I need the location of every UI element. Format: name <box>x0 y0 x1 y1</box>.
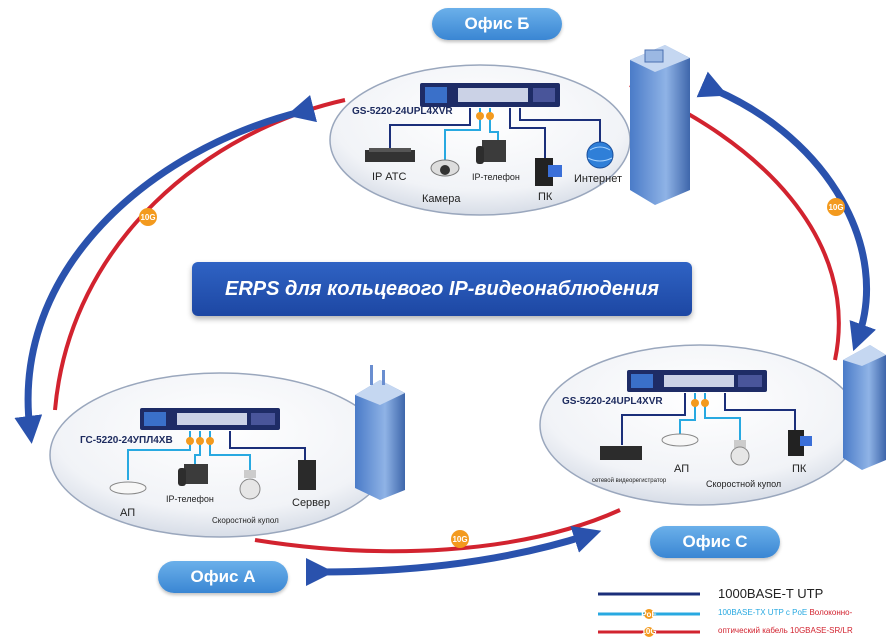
svg-text:10G: 10G <box>641 627 656 636</box>
office-b-label: Офис Б <box>432 8 562 40</box>
ip-phone-icon <box>178 464 208 486</box>
office-c-label: Офис С <box>650 526 780 558</box>
office-b-site: GS-5220-24UPL4XVR IP АТС Камера IP-телеф… <box>329 45 690 216</box>
office-a-label: Офис А <box>158 561 288 593</box>
svg-text:10G: 10G <box>452 535 467 544</box>
pc-icon <box>535 158 562 186</box>
globe-icon <box>586 141 614 169</box>
device-speed-dome: Скоростной купол <box>212 516 279 525</box>
nvr-icon <box>600 446 642 460</box>
legend-lines: PoE 10G <box>598 592 700 637</box>
switch-a <box>140 408 280 430</box>
device-ap: АП <box>120 507 135 519</box>
device-internet: Интернет <box>574 173 622 185</box>
switch-b <box>420 83 560 107</box>
svg-text:10G: 10G <box>140 213 155 222</box>
device-ip-phone: IP-телефон <box>166 494 214 504</box>
device-speed-dome: Скоростной купол <box>706 479 781 489</box>
legend-poe-label: 100BASE-TX UTP с PoE <box>718 608 808 617</box>
switch-a-label: ГС-5220-24УПЛ4ХВ <box>80 435 173 446</box>
arrow-right <box>696 71 876 352</box>
building-icon <box>355 365 405 500</box>
badge-10g-right: 10G <box>827 198 845 216</box>
building-icon <box>843 345 886 470</box>
svg-text:PoE: PoE <box>641 610 657 619</box>
device-pc: ПК <box>792 463 807 475</box>
office-c-site: GS-5220-24UPL4XVR сетевой видеорегистрат… <box>539 344 886 506</box>
device-ap: АП <box>674 463 689 475</box>
arrow-bottom <box>305 525 602 587</box>
device-ip-pbx: IP АТС <box>372 171 406 183</box>
ap-icon <box>109 481 147 495</box>
device-pc: ПК <box>538 191 553 203</box>
switch-c-label: GS-5220-24UPL4XVR <box>562 396 663 407</box>
device-ip-phone: IP-телефон <box>472 172 520 182</box>
erps-arrows <box>14 71 876 587</box>
legend-utp: 1000BASE-T UTP <box>718 586 824 601</box>
ip-pbx-icon <box>365 148 415 162</box>
ap-icon <box>661 433 699 447</box>
office-a-site: ГС-5220-24УПЛ4ХВ АП IP-телефон Скоростно… <box>49 365 405 538</box>
legend-poe: 100BASE-TX UTP с PoE Волоконно- <box>718 608 852 617</box>
pc-icon <box>788 430 812 456</box>
switch-b-label: GS-5220-24UPL4XVR <box>352 106 453 117</box>
device-camera: Камера <box>422 193 461 205</box>
ip-phone-icon <box>476 140 506 164</box>
badge-10g-bottom: 10G <box>451 530 469 548</box>
device-server: Сервер <box>292 497 330 509</box>
legend-fiber-label-1: Волоконно- <box>809 608 853 617</box>
camera-icon <box>430 159 460 177</box>
switch-c <box>627 370 767 392</box>
badge-10g-left: 10G <box>139 208 157 226</box>
speed-dome-icon <box>239 470 261 500</box>
diagram-title: ERPS для кольцевого IP-видеонаблюдения <box>192 262 692 316</box>
speed-dome-icon <box>730 440 750 466</box>
svg-text:10G: 10G <box>828 203 843 212</box>
legend-fiber-label-2: оптический кабель 10GBASE-SR/LR <box>718 626 853 635</box>
server-icon <box>298 460 316 490</box>
building-icon <box>630 45 690 205</box>
device-nvr: сетевой видеорегистратор <box>592 477 667 484</box>
arrow-left <box>14 94 318 444</box>
